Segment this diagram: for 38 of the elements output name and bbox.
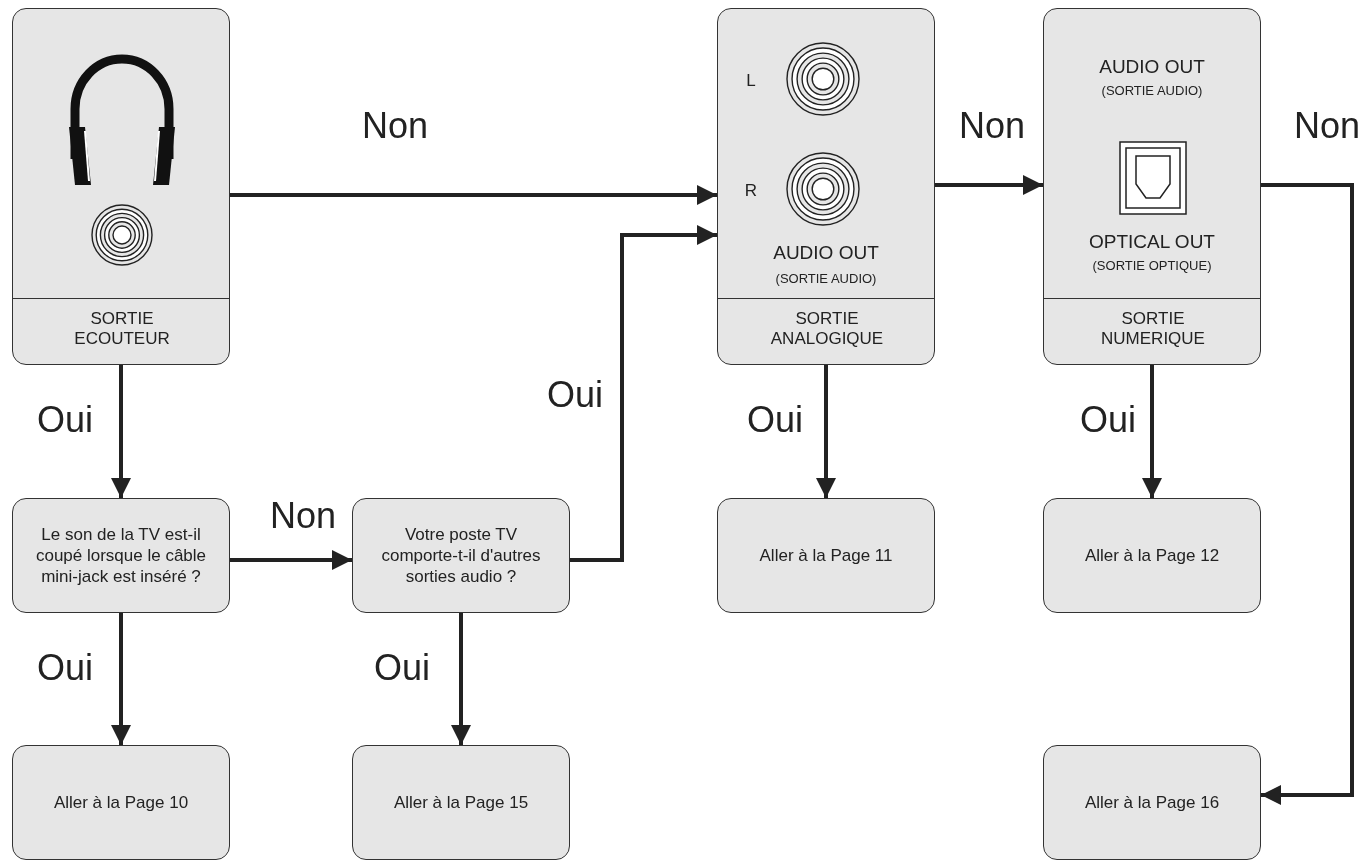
port-label: AUDIO OUT xyxy=(772,242,880,265)
port-label: AUDIO OUT xyxy=(1098,56,1206,79)
process-box xyxy=(12,745,230,860)
panel-caption: SORTIE ANALOGIQUE xyxy=(769,309,885,350)
process-box xyxy=(1043,745,1261,860)
arrow xyxy=(111,613,131,745)
panel-caption: SORTIE ECOUTEUR xyxy=(73,309,171,350)
arrow xyxy=(816,365,836,498)
port-sublabel: (SORTIE AUDIO) xyxy=(1100,83,1204,99)
box-text: Aller à la Page 11 xyxy=(758,544,894,567)
box-text: Aller à la Page 16 xyxy=(1083,791,1221,814)
arrow xyxy=(451,613,471,745)
channel-label: R xyxy=(743,181,759,202)
arrow xyxy=(1142,365,1162,498)
box-text: Aller à la Page 15 xyxy=(392,791,530,814)
arrow xyxy=(570,225,717,562)
arrow xyxy=(1261,183,1354,805)
arrow xyxy=(935,175,1043,195)
process-box xyxy=(352,745,570,860)
channel-label: L xyxy=(745,71,757,92)
process-box xyxy=(1043,498,1261,613)
connector-panel xyxy=(1043,8,1261,365)
arrow xyxy=(230,550,352,570)
arrow xyxy=(230,185,717,205)
port-sublabel: (SORTIE OPTIQUE) xyxy=(1091,258,1213,274)
process-box xyxy=(717,498,935,613)
port-sublabel: (SORTIE AUDIO) xyxy=(774,271,878,287)
question-box xyxy=(352,498,570,613)
box-text: Votre poste TV comporte-t-il d'autres sorties audio ? xyxy=(380,523,542,588)
connector-panel xyxy=(12,8,230,365)
connector-panel xyxy=(717,8,935,365)
question-box xyxy=(12,498,230,613)
box-text: Aller à la Page 12 xyxy=(1083,544,1221,567)
port-label: OPTICAL OUT xyxy=(1088,231,1216,254)
box-text: Le son de la TV est-il coupé lorsque le câble mini-jack est inséré ? xyxy=(34,523,208,588)
box-text: Aller à la Page 10 xyxy=(52,791,190,814)
arrow xyxy=(111,365,131,498)
panel-caption: SORTIE NUMERIQUE xyxy=(1100,309,1206,350)
